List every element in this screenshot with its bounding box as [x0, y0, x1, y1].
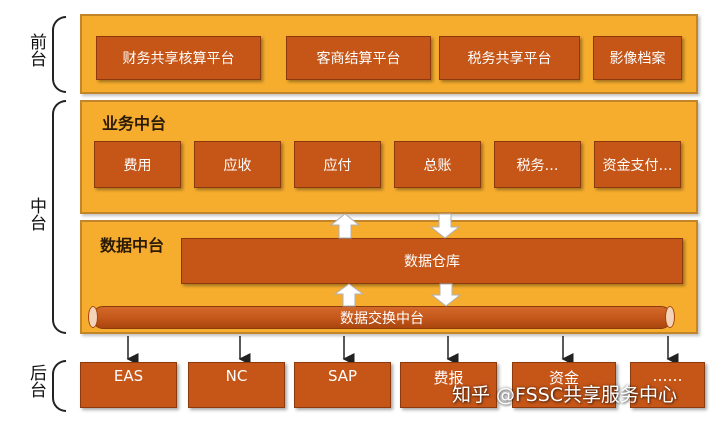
tier-label-middle: 中台 [26, 197, 46, 231]
business-item-general-ledger[interactable]: 总账 [394, 141, 481, 188]
front-item-accounting-platform[interactable]: 财务共享核算平台 [96, 36, 261, 80]
front-bracket [52, 16, 66, 93]
back-system-sap[interactable]: SAP [294, 362, 391, 408]
business-item-tax[interactable]: 税务… [494, 141, 581, 188]
middle-bracket [52, 100, 66, 334]
data-warehouse-box[interactable]: 数据仓库 [181, 238, 683, 284]
back-system-fund[interactable]: 资金 [512, 362, 616, 408]
business-item-fund-payment[interactable]: 资金支付… [594, 141, 681, 188]
front-item-tax-platform[interactable]: 税务共享平台 [439, 36, 580, 80]
up-arrow-icon [334, 283, 364, 307]
business-item-receivable[interactable]: 应收 [194, 141, 281, 188]
tier-label-front: 前台 [26, 33, 46, 67]
business-platform-title: 业务中台 [102, 114, 167, 133]
back-system-nc[interactable]: NC [188, 362, 285, 408]
business-item-expense[interactable]: 费用 [94, 141, 181, 188]
up-arrow-icon [330, 213, 360, 239]
down-arrow-icon [430, 213, 460, 239]
business-item-payable[interactable]: 应付 [294, 141, 381, 188]
down-arrow-icon [431, 283, 461, 307]
back-bracket [52, 360, 66, 412]
data-exchange-bar[interactable]: 数据交换中台 [92, 306, 672, 329]
tier-label-back: 后台 [26, 364, 46, 398]
data-exchange-bar-left-cap [88, 306, 98, 328]
back-system-expense-report[interactable]: 费报 [400, 362, 497, 408]
data-exchange-bar-right-cap [665, 306, 675, 328]
front-item-image-archive[interactable]: 影像档案 [593, 36, 682, 80]
front-item-merchant-settlement[interactable]: 客商结算平台 [286, 36, 431, 80]
connector-lines [126, 336, 679, 365]
data-platform-title: 数据中台 [100, 236, 165, 255]
watermark-text: 知乎 @FSSC共享服务中心 [452, 384, 678, 406]
back-system-eas[interactable]: EAS [80, 362, 177, 408]
back-system-more[interactable]: …… [630, 362, 705, 408]
